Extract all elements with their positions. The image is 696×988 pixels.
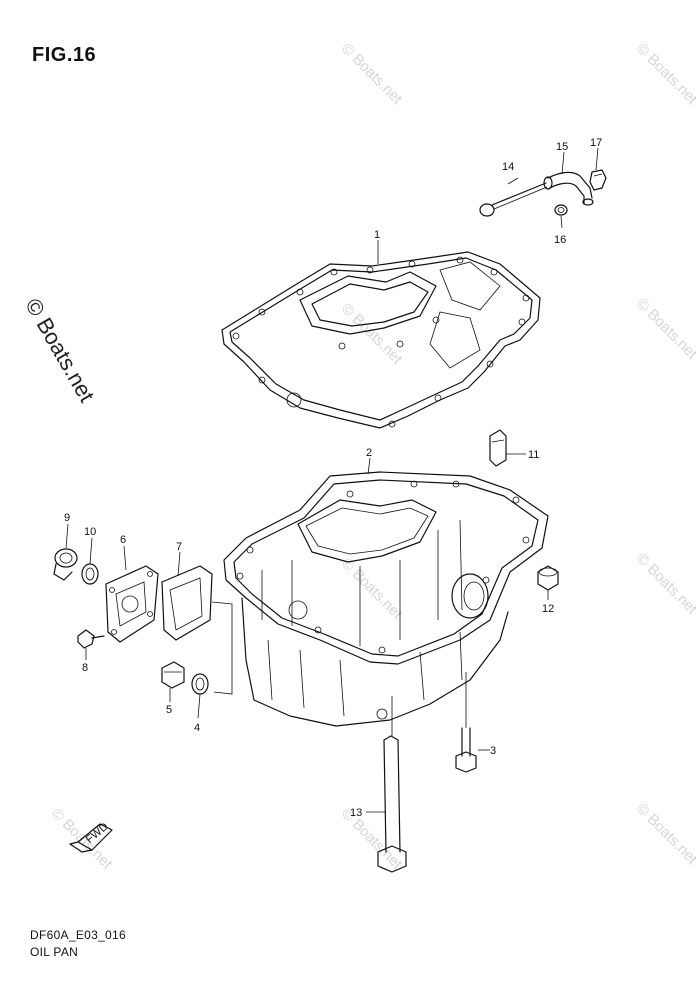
callout-12: 12 — [542, 603, 554, 615]
callout-10: 10 — [84, 526, 96, 538]
diagram-code: DF60A_E03_016 — [30, 928, 126, 942]
figure-title: FIG.16 — [32, 44, 97, 66]
callout-16: 16 — [554, 234, 566, 246]
diagram-name: OIL PAN — [30, 945, 79, 959]
bolt-3-part — [455, 727, 477, 773]
callout-1: 1 — [374, 229, 380, 241]
stud-11-part — [489, 429, 507, 467]
fwd-arrow-icon: FWD — [69, 821, 113, 853]
bolt-13-part — [377, 735, 407, 873]
gasket-7-part — [161, 565, 213, 641]
cover-plate-6-part — [105, 565, 159, 643]
plug-5-part — [161, 661, 185, 689]
callout-14: 14 — [502, 161, 514, 173]
dipstick-part — [479, 182, 548, 217]
callout-17: 17 — [590, 137, 602, 149]
alignment-line — [211, 601, 233, 695]
gasket-ring-10-part — [81, 563, 99, 585]
washer-16-part — [554, 204, 568, 216]
callout-13: 13 — [350, 807, 362, 819]
callout-15: 15 — [556, 141, 568, 153]
callout-9: 9 — [64, 512, 70, 524]
washer-4-part — [191, 673, 209, 695]
bolt-8-part — [77, 629, 105, 649]
bolt-17-part — [589, 169, 607, 191]
guide-pipe-part — [543, 171, 594, 206]
callout-3: 3 — [490, 745, 496, 757]
callout-5: 5 — [166, 704, 172, 716]
plug-12-part — [537, 565, 559, 591]
fwd-label: FWD — [84, 821, 111, 846]
oil-pan-part — [223, 471, 549, 727]
plug-9-part — [53, 548, 78, 581]
leader-lines — [65, 147, 599, 813]
gasket-part — [221, 251, 541, 429]
callout-11: 11 — [528, 449, 539, 461]
callout-4: 4 — [194, 722, 200, 734]
callout-2: 2 — [366, 447, 372, 459]
callout-8: 8 — [82, 662, 88, 674]
callout-7: 7 — [176, 541, 182, 553]
callout-6: 6 — [120, 534, 126, 546]
